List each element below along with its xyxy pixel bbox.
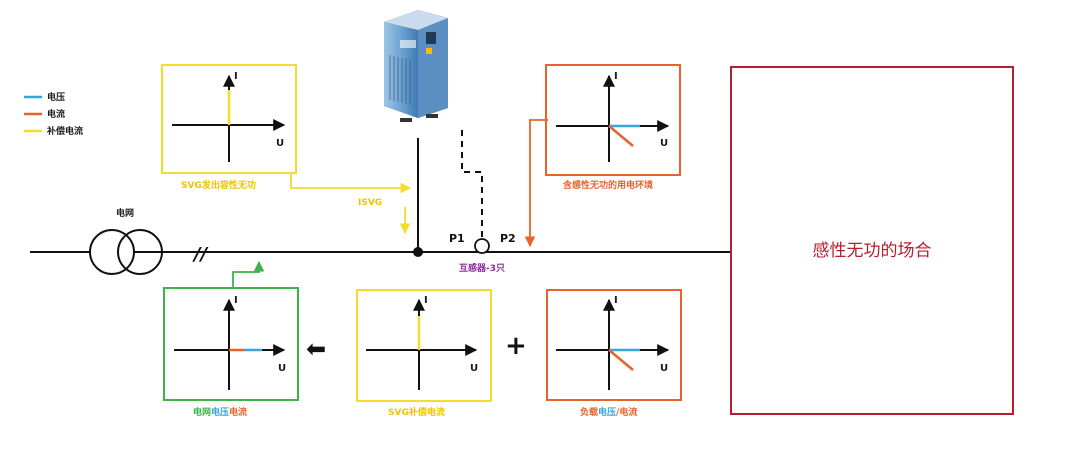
svg-output-arrow [290, 173, 412, 194]
load-caption-part2: 电压 [598, 406, 616, 418]
u-axis-label: U [470, 363, 478, 374]
load-current-arrow [524, 119, 548, 248]
grid-caption-part1: 电网 [193, 406, 211, 418]
transformer-icon [89, 229, 163, 275]
inductive-environment-caption: 含感性无功的用电环境 [562, 179, 653, 191]
current-transformer-icon [474, 238, 490, 254]
plot-frame [356, 289, 492, 402]
load-caption-part3: /电流 [616, 406, 637, 418]
load-caption-part1: 负载 [580, 406, 598, 418]
load-caption: 负载电压/电流 [580, 406, 637, 418]
plot-frame [163, 287, 299, 401]
legend-label-voltage: 电压 [47, 91, 65, 103]
svg-capacitive-caption: SVG发出容性无功 [181, 179, 256, 191]
u-axis-label: U [660, 363, 668, 374]
line-break-mark: // [192, 244, 209, 265]
i-axis-label: I [234, 71, 238, 82]
plus-sign: + [505, 331, 527, 361]
isvg-label: ISVG [358, 198, 382, 208]
grid-caption-part3: 电流 [229, 406, 247, 418]
ct-p1-label: P1 [449, 232, 465, 245]
junction-dot [413, 247, 423, 257]
inductive-site-title: 感性无功的场合 [813, 241, 932, 261]
u-axis-label: U [278, 363, 286, 374]
plot-frame [546, 289, 682, 401]
inductive-site-box [730, 66, 1014, 415]
grid-label: 电网 [116, 207, 134, 219]
legend-label-current: 电流 [47, 108, 65, 120]
ct-signal-wire [461, 130, 483, 240]
svg-compensation-caption: SVG补偿电流 [388, 406, 445, 418]
legend: 电压 电流 补偿电流 [24, 91, 83, 137]
lagging-current-vector [608, 349, 634, 371]
plot-frame [545, 64, 681, 176]
grid-caption: 电网电压电流 [193, 406, 247, 418]
i-axis-label: I [614, 71, 618, 82]
i-axis-label: I [234, 295, 238, 306]
load-phasor-plot: I U [546, 289, 682, 401]
legend-label-compensation: 补偿电流 [46, 125, 83, 137]
i-axis-label: I [614, 295, 618, 306]
i-axis-label: I [424, 295, 428, 306]
svg-compensation-plot: I U [356, 289, 492, 402]
ct-label: 互感器-3只 [459, 262, 505, 274]
inductive-environment-plot: I U [545, 64, 681, 176]
lagging-current-vector [608, 125, 634, 147]
grid-phasor-plot: I U [163, 287, 299, 401]
u-axis-label: U [276, 138, 284, 149]
svg-cabinet-icon [384, 10, 448, 122]
ct-p2-label: P2 [500, 232, 516, 245]
grid-return-arrow [232, 260, 265, 288]
grid-caption-part2: 电压 [211, 406, 229, 418]
svg-capacitive-plot: I U [161, 64, 297, 174]
u-axis-label: U [660, 138, 668, 149]
result-arrow-icon: ⬅ [306, 335, 326, 363]
